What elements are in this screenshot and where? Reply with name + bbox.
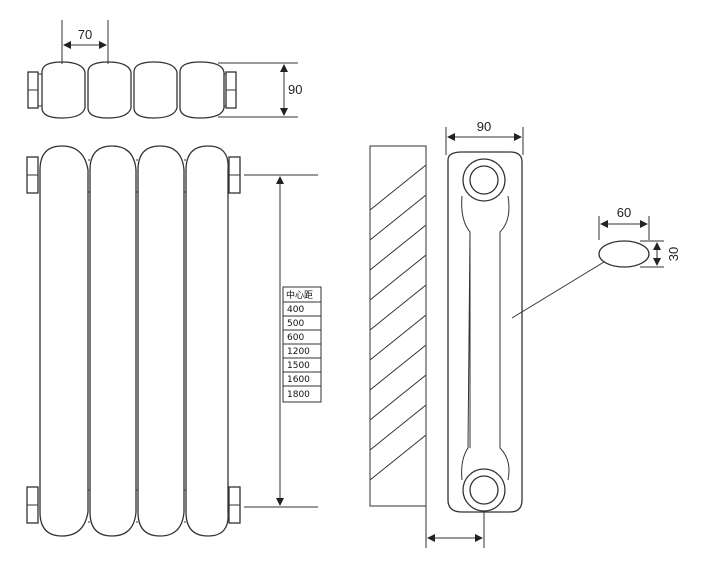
table-value: 400 <box>287 305 304 315</box>
front-column-4 <box>185 145 229 537</box>
front-column-1 <box>39 145 89 537</box>
table-value: 600 <box>287 333 304 343</box>
oval-width-dimension-label: 60 <box>617 205 631 220</box>
top-connector-inner <box>469 165 499 195</box>
table-value: 1600 <box>287 375 310 385</box>
radiator-side-body <box>447 151 523 513</box>
table-value: 500 <box>287 319 304 329</box>
top-columns <box>38 61 226 119</box>
spacing-dimension-label: 70 <box>78 27 92 42</box>
table-header: 中心距 <box>286 289 313 301</box>
oval-section-detail: 60 30 <box>511 205 681 319</box>
wall-hatching <box>370 164 426 481</box>
oval-section <box>598 240 650 268</box>
oval-height-dimension-label: 30 <box>666 247 681 261</box>
front-column-2 <box>89 145 137 537</box>
front-column-3 <box>137 145 185 537</box>
top-column-4 <box>179 61 225 119</box>
top-view: 70 90 <box>27 20 302 119</box>
depth-dimension-label: 90 <box>288 82 302 97</box>
side-view: 90 <box>369 119 524 548</box>
top-column-3 <box>133 61 178 119</box>
leader-line <box>511 261 605 319</box>
top-column-1 <box>41 61 86 119</box>
table-value: 1200 <box>287 347 310 357</box>
top-column-2 <box>87 61 132 119</box>
front-view: 中心距 400 500 600 1200 1500 1600 1800 <box>26 145 322 537</box>
front-columns <box>39 145 229 537</box>
bottom-connector-inner <box>469 475 499 505</box>
center-distance-table: 中心距 400 500 600 1200 1500 1600 1800 <box>282 286 322 403</box>
side-width-dimension-label: 90 <box>477 119 491 134</box>
table-value: 1500 <box>287 361 310 371</box>
table-value: 1800 <box>287 390 310 400</box>
wall-section <box>369 145 427 507</box>
